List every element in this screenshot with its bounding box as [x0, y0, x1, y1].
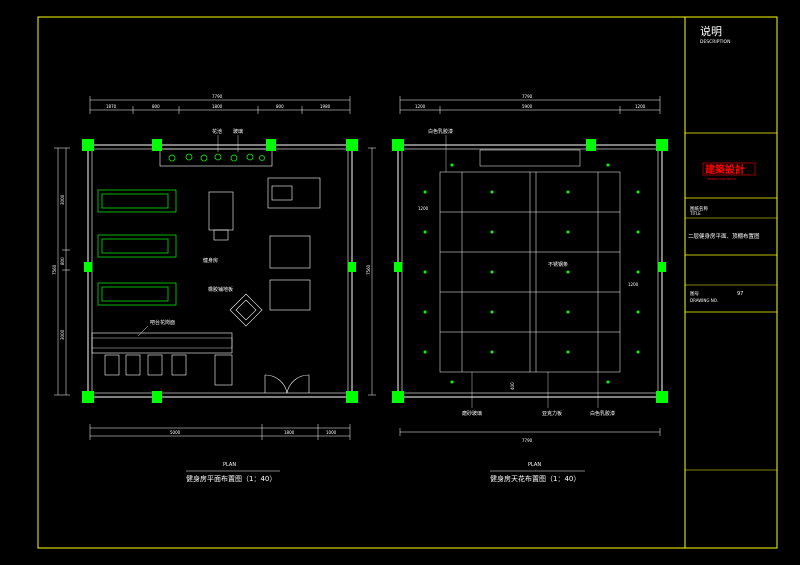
left-walls: [87, 144, 353, 398]
right-dim-bottom: 7790: [522, 438, 533, 443]
ceiling-lights: [423, 163, 640, 384]
right-dim-left-total: 7560: [366, 264, 371, 275]
label-gym: 健身房: [203, 257, 218, 264]
left-dim-left-2: 800: [60, 257, 65, 265]
titleblock-heading: 说明: [700, 24, 722, 38]
gym-equipment: [208, 177, 321, 311]
label-white-paint-top: 白色乳胶漆: [428, 128, 453, 135]
right-dim-top-1: 1200: [415, 104, 426, 109]
left-dim-top-1: 1870: [106, 104, 117, 109]
left-dim-top-5: 1980: [320, 104, 331, 109]
logo-sub: DESIGN AND BUILD: [707, 177, 737, 181]
left-dim-top-4: 800: [276, 104, 284, 109]
left-dim-bottom-3: 1000: [326, 430, 337, 435]
dim-inner-right: 1200: [628, 282, 639, 287]
right-plan-tag: PLAN: [528, 462, 541, 468]
center-mat: [229, 293, 263, 327]
left-dim-total: 7790: [212, 94, 223, 99]
ceiling-plan: 7790 1200 5900 1200 7560: [366, 94, 668, 483]
drawing-number-label: 图号: [690, 291, 699, 297]
right-columns: [392, 139, 668, 403]
bar-counter: [91, 332, 233, 386]
titleblock-heading-en: DESCRIPTION: [700, 39, 730, 45]
drawing-number-label-en: DRAWING NO.: [690, 298, 718, 303]
left-dim-top-2: 800: [152, 104, 160, 109]
label-frosted: 磨砂玻璃: [462, 410, 482, 417]
title-label: 图纸名称: [690, 205, 708, 212]
right-dim-top-2: 5900: [522, 104, 533, 109]
left-dim-top: [89, 96, 351, 114]
flower-planter: [159, 148, 273, 167]
company-logo: 建築設計 DESIGN AND BUILD: [702, 162, 756, 181]
left-dim-left-total: 7560: [52, 264, 57, 275]
left-columns: [82, 139, 358, 403]
logo-text: 建築設計: [704, 163, 745, 176]
label-bar: 吧台花岗面: [150, 319, 175, 326]
dim-inner-left: 1200: [418, 206, 429, 211]
floor-plan: 7790 1870 800 1800 800 1980 7560 3000 80…: [52, 94, 358, 483]
label-glass: 玻璃: [233, 128, 243, 135]
entrance-door: [264, 374, 310, 394]
left-dim-left-3: 3000: [60, 329, 65, 340]
sheet-frame: [37, 16, 778, 549]
label-carpet: 橡胶铺地板: [208, 286, 233, 293]
right-dim-top-3: 1200: [635, 104, 646, 109]
label-white-paint-bottom: 白色乳胶漆: [590, 410, 615, 417]
label-steel: 不锈钢条: [548, 261, 568, 268]
ceiling-grid: [439, 149, 621, 373]
left-dim-left-1: 3000: [60, 194, 65, 205]
drawing-name: 二层健身房平面、顶棚布置图: [688, 232, 760, 240]
label-flower: 花池: [212, 128, 222, 135]
drawing-number-value: 97: [737, 291, 743, 297]
treadmills: [97, 189, 177, 306]
right-dim-total: 7790: [522, 94, 533, 99]
right-plan-title: 健身房天花布置图（1：40）: [490, 474, 580, 483]
label-acrylic: 亚克力板: [542, 410, 562, 417]
left-dim-bottom-2: 1800: [284, 430, 295, 435]
dim-gap: 400: [510, 382, 515, 390]
left-dim-bottom-1: 5000: [170, 430, 181, 435]
title-label-en: TITLE: [689, 211, 701, 216]
left-plan-title: 健身房平面布置图（1：40）: [186, 474, 276, 483]
left-dim-top-3: 1800: [212, 104, 223, 109]
left-plan-tag: PLAN: [223, 462, 236, 468]
